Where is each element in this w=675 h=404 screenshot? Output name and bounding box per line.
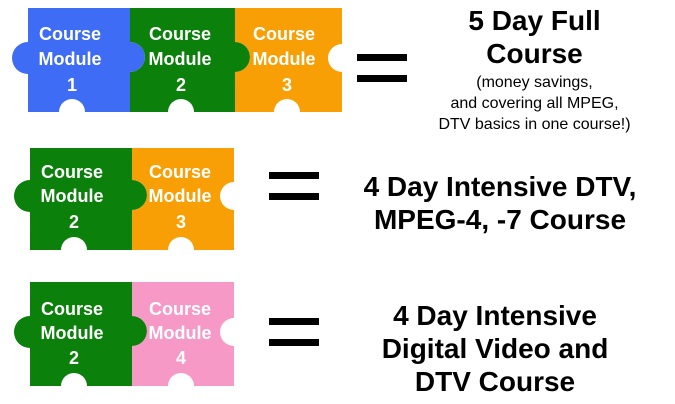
module-2-number: 2 <box>69 212 79 232</box>
result-title-line2: MPEG-4, -7 Course <box>373 204 627 235</box>
result-4-day-intensive-digital-video: 4 Day Intensive Digital Video and DTV Co… <box>330 299 660 398</box>
module-3-label-line1: Course <box>253 24 315 44</box>
module-4-label-line2: Module <box>149 323 212 343</box>
module-4-piece <box>132 282 234 386</box>
module-2-piece <box>130 8 250 112</box>
module-1-number: 1 <box>67 75 77 95</box>
module-3-label-line2: Module <box>149 186 212 206</box>
equals-sign-row-1 <box>357 54 407 82</box>
result-5-day-full-course: 5 Day Full Course (money savings, and co… <box>394 4 675 135</box>
module-2-label-line1: Course <box>41 162 103 182</box>
module-3-number: 3 <box>282 75 292 95</box>
result-title-line2: Course <box>486 38 583 69</box>
module-2-number: 2 <box>176 75 186 95</box>
result-title-line2: Digital Video and <box>381 333 609 364</box>
module-2-piece <box>14 282 147 386</box>
module-3-piece <box>235 8 342 112</box>
module-1-piece <box>12 8 145 112</box>
module-3-number: 3 <box>176 212 186 232</box>
module-2-label-line2: Module <box>41 186 104 206</box>
module-1-label-line1: Course <box>39 24 101 44</box>
result-subtitle-line2: and covering all MPEG, <box>450 95 619 112</box>
puzzle-row-2: Course Module 2 Course Module 3 <box>14 148 234 250</box>
module-2-label-line2: Module <box>149 49 212 69</box>
module-4-label-line1: Course <box>149 299 211 319</box>
equals-sign-row-2 <box>269 172 319 200</box>
result-subtitle-line3: DTV basics in one course!) <box>438 116 631 133</box>
result-subtitle-line1: (money savings, <box>476 74 593 91</box>
module-2-label-line2: Module <box>41 323 104 343</box>
puzzle-row-3: Course Module 2 Course Module 4 <box>14 282 234 386</box>
module-3-label-line1: Course <box>149 162 211 182</box>
module-2-label-line1: Course <box>149 24 211 44</box>
puzzle-row-1: Course Module 1 Course Module 2 Course M… <box>12 8 342 112</box>
module-4-number: 4 <box>176 348 186 368</box>
module-3-piece <box>132 148 234 250</box>
result-title-line3: DTV Course <box>414 366 576 397</box>
module-1-label-line2: Module <box>39 49 102 69</box>
equals-sign-row-3 <box>269 318 319 346</box>
module-2-number: 2 <box>69 348 79 368</box>
module-3-label-line2: Module <box>253 49 316 69</box>
module-2-piece <box>14 148 147 250</box>
result-4-day-intensive-dtv: 4 Day Intensive DTV, MPEG-4, -7 Course <box>330 170 670 236</box>
module-2-label-line1: Course <box>41 299 103 319</box>
result-title-line1: 4 Day Intensive <box>393 300 597 331</box>
result-title-line1: 4 Day Intensive DTV, <box>363 171 637 202</box>
result-title-line1: 5 Day Full <box>468 5 601 36</box>
